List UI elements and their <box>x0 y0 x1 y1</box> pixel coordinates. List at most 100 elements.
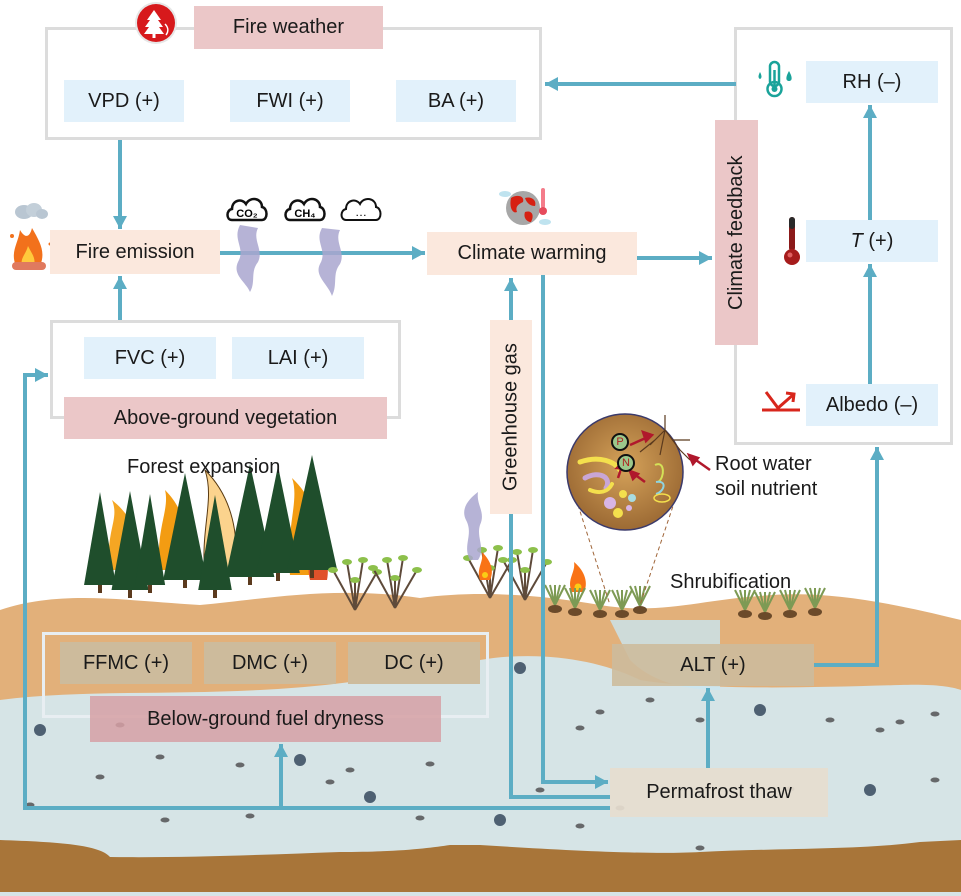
shrub-branch <box>394 569 418 609</box>
stone <box>235 762 245 768</box>
nutrient-n-icon: N <box>617 454 635 472</box>
grass-tuft <box>544 584 566 613</box>
stone <box>930 711 940 717</box>
shrub-branch <box>489 547 499 599</box>
shrub-leaf <box>342 559 352 565</box>
thermometer-icon <box>780 215 804 267</box>
shrub-branch <box>394 557 404 609</box>
shrub-branch <box>354 559 364 611</box>
grass-blade <box>621 589 633 611</box>
tree-trunk <box>183 580 187 588</box>
conifer-tree <box>286 455 338 570</box>
grass-blade <box>639 585 651 607</box>
shrub-branch <box>467 557 491 599</box>
shrub-branch <box>524 549 534 601</box>
bedrock-layer <box>0 840 961 892</box>
greenhouse-gas-label: Greenhouse gas <box>490 320 532 514</box>
grass-blade <box>744 589 756 611</box>
humidity-thermometer-icon <box>755 58 799 102</box>
grass-roots <box>548 605 562 613</box>
smoke-plume <box>464 492 482 560</box>
warming-globe-icon <box>497 184 553 228</box>
temperature-sign: (+) <box>862 229 894 252</box>
stone <box>364 791 376 803</box>
shrub-fire-icon <box>478 552 492 580</box>
shrub-leaf <box>493 545 503 551</box>
stone <box>575 725 585 731</box>
shrub-leaf <box>350 577 360 583</box>
shrub-leaf <box>358 557 368 563</box>
grass-blade <box>599 589 611 611</box>
shrub-leaf <box>528 547 538 553</box>
shrub-branch <box>372 567 396 609</box>
alt-box: ALT (+) <box>612 644 814 686</box>
shrub <box>368 555 422 609</box>
soil-magnifier <box>566 413 684 531</box>
co2-label: CO₂ <box>236 208 258 220</box>
shrub-branch <box>489 559 513 599</box>
arrow-permafrost-to-alt-head <box>701 688 715 701</box>
root-water-line1: Root water <box>715 453 812 475</box>
below-ground-title: Below-ground fuel dryness <box>90 696 441 742</box>
tree-trunk <box>98 585 102 593</box>
ch4-label: CH₄ <box>294 208 315 220</box>
stone <box>160 817 170 823</box>
arrow-emission-to-warming-head <box>412 246 425 260</box>
shrub-leaf <box>390 575 400 581</box>
shrub-branch <box>354 571 378 611</box>
fire-emission-box: Fire emission <box>50 230 220 274</box>
root-water-label: Root water soil nutrient <box>715 452 817 502</box>
grass-tuft <box>611 589 633 618</box>
stone <box>825 717 835 723</box>
arrow-vegetation-to-emission-head <box>113 276 127 289</box>
variable-ffmc: FFMC (+) <box>60 642 192 684</box>
root-system <box>639 415 691 461</box>
grass-blade <box>554 584 566 606</box>
arrow-permafrost-to-vegetation-head <box>35 368 48 382</box>
above-ground-title: Above-ground vegetation <box>64 397 387 439</box>
grass-tuft <box>564 587 586 616</box>
temperature-symbol: T <box>850 229 863 252</box>
shrub-leaf <box>398 555 408 561</box>
tree-trunk <box>248 577 252 585</box>
stone <box>34 724 46 736</box>
shrub-leaf <box>368 565 378 571</box>
stone <box>595 709 605 715</box>
shrub <box>328 557 382 611</box>
forest-expansion-label: Forest expansion <box>127 456 281 478</box>
arrow-fire-weather-to-emission-head <box>113 216 127 229</box>
grass-roots <box>783 610 797 618</box>
root-water-line2: soil nutrient <box>715 478 818 500</box>
tree-trunk <box>128 590 132 598</box>
other-gas-label: … <box>355 205 367 219</box>
arrow-albedo-to-temperature-head <box>863 264 877 277</box>
stone <box>895 719 905 725</box>
permafrost-thaw-box: Permafrost thaw <box>610 768 828 817</box>
grass-tuft <box>589 589 611 618</box>
shrub-branch <box>502 559 526 601</box>
grass-roots <box>568 608 582 616</box>
variable-vpd: VPD (+) <box>64 80 184 122</box>
albedo-reflection-icon <box>762 388 802 416</box>
conifer-trees <box>84 455 338 598</box>
variable-fvc: FVC (+) <box>84 337 216 379</box>
variable-ba: BA (+) <box>396 80 516 122</box>
shrub-branch <box>516 551 526 601</box>
shrubification-label: Shrubification <box>670 571 792 593</box>
grass-blade <box>764 591 776 613</box>
stone <box>345 767 355 773</box>
conifer-tree <box>163 473 207 580</box>
shrub-leaf <box>412 567 422 573</box>
grass-roots <box>738 610 752 618</box>
grass-tufts <box>544 584 826 620</box>
grass-blade <box>789 589 801 611</box>
stone <box>864 784 876 796</box>
stones <box>25 662 940 851</box>
co2-cloud-icon <box>226 197 268 222</box>
grass-roots <box>615 610 629 618</box>
stone <box>754 704 766 716</box>
grass-roots <box>758 612 772 620</box>
stone <box>415 815 425 821</box>
grass-tuft <box>629 585 651 614</box>
